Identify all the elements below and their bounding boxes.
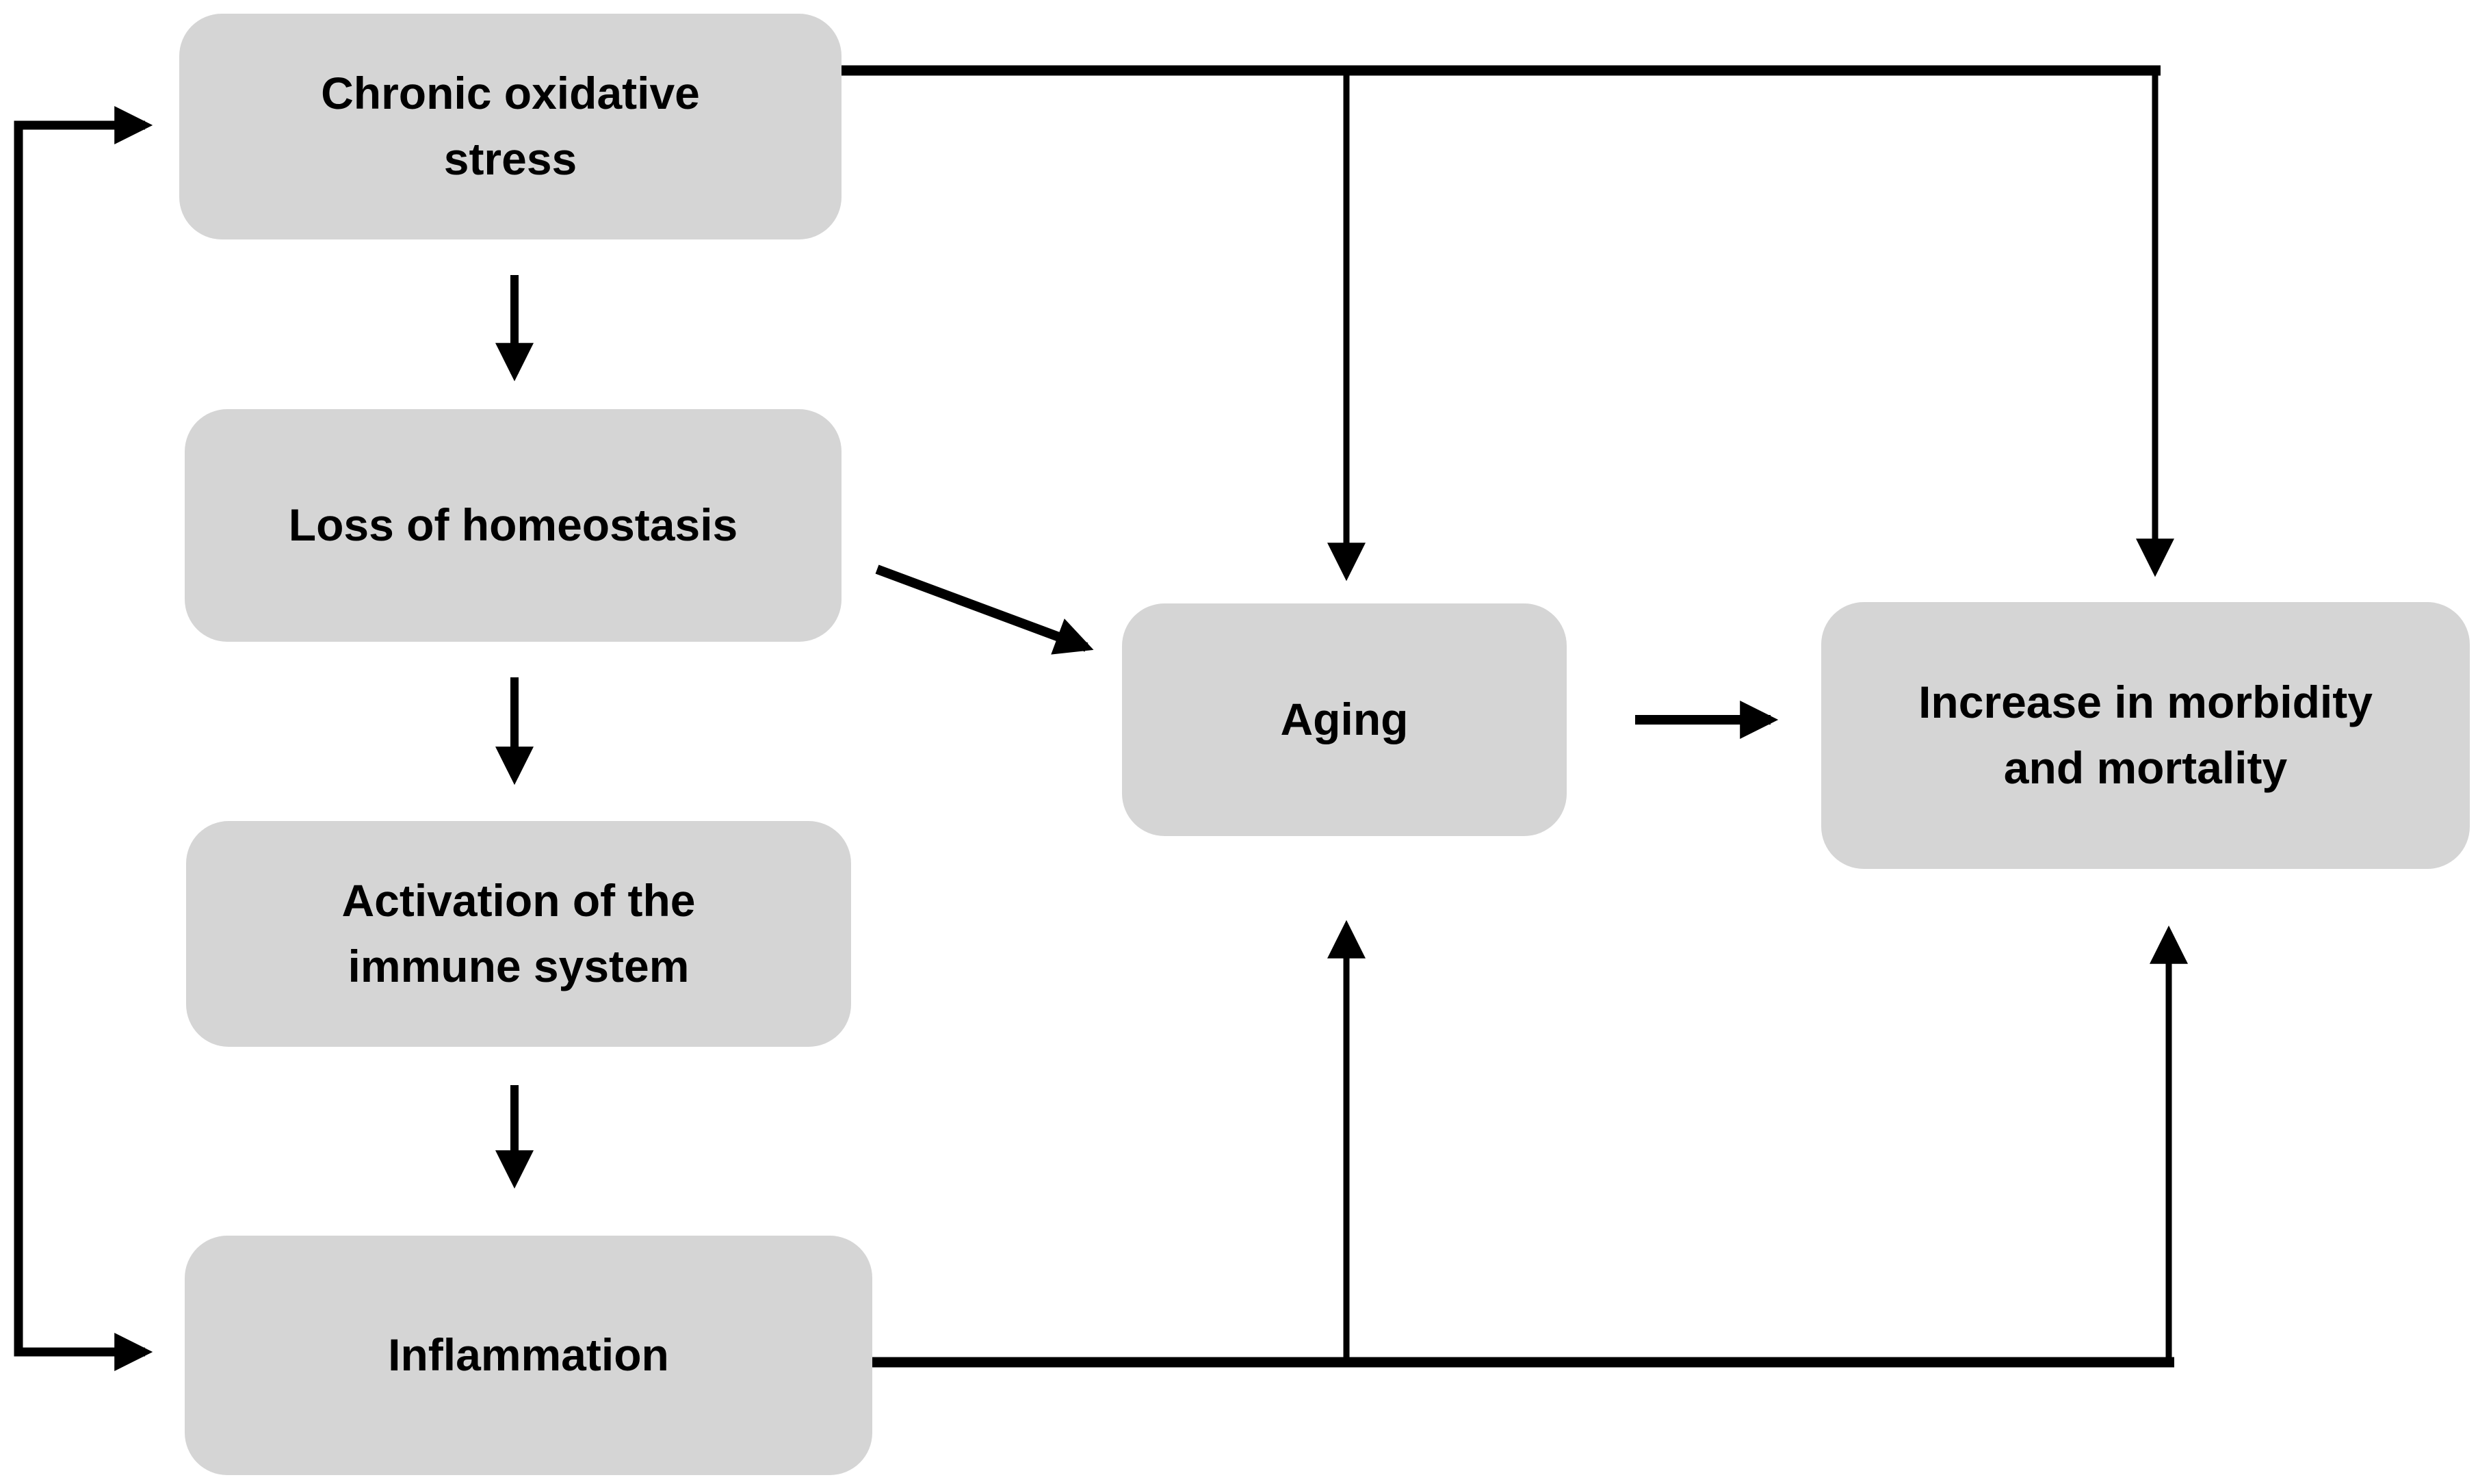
node-inflammation-label: Inflammation xyxy=(388,1329,669,1381)
node-chronic-oxidative-stress: Chronic oxidative stress xyxy=(179,14,842,239)
node-loss-of-homeostasis: Loss of homeostasis xyxy=(185,409,842,642)
node-activation-of-immune-system-label: Activation of the immune system xyxy=(341,875,696,991)
node-aging: Aging xyxy=(1122,603,1567,836)
node-increase-morbidity-mortality-label: Increase in morbidity and mortality xyxy=(1918,677,2373,793)
node-increase-morbidity-mortality: Increase in morbidity and mortality xyxy=(1821,602,2470,869)
node-aging-label: Aging xyxy=(1280,694,1409,745)
feedback-loop-arrow xyxy=(14,106,153,1371)
node-inflammation: Inflammation xyxy=(185,1236,872,1475)
node-loss-of-homeostasis-label: Loss of homeostasis xyxy=(288,499,738,551)
node-activation-of-immune-system: Activation of the immune system xyxy=(186,821,851,1047)
node-chronic-oxidative-stress-label: Chronic oxidative stress xyxy=(321,68,700,184)
arrow-loss-to-aging xyxy=(875,564,1094,655)
